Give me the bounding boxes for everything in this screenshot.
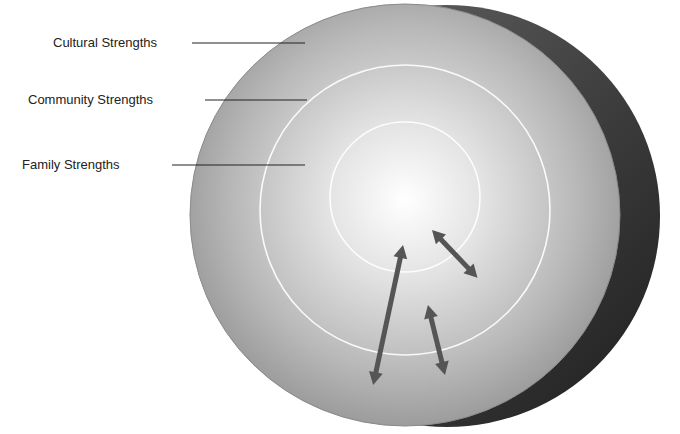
leader-line — [192, 42, 305, 43]
community-ring — [260, 65, 550, 355]
double-arrow — [432, 230, 478, 278]
family-region: Family Strengths — [330, 122, 480, 272]
family-ring — [330, 122, 480, 272]
bowl-face — [190, 4, 620, 426]
leader-line — [172, 164, 305, 165]
layer-label: Cultural Strengths — [53, 35, 157, 51]
community-region: Family StrengthsCommunity Strengths — [260, 65, 550, 355]
cultural-region: Family StrengthsCommunity StrengthsCultu… — [190, 3, 620, 428]
double-arrow — [369, 245, 407, 385]
layer-label: Community Strengths — [28, 92, 153, 108]
leader-line — [205, 99, 307, 100]
layer-label: Family Strengths — [22, 157, 120, 173]
double-arrow — [424, 305, 448, 375]
